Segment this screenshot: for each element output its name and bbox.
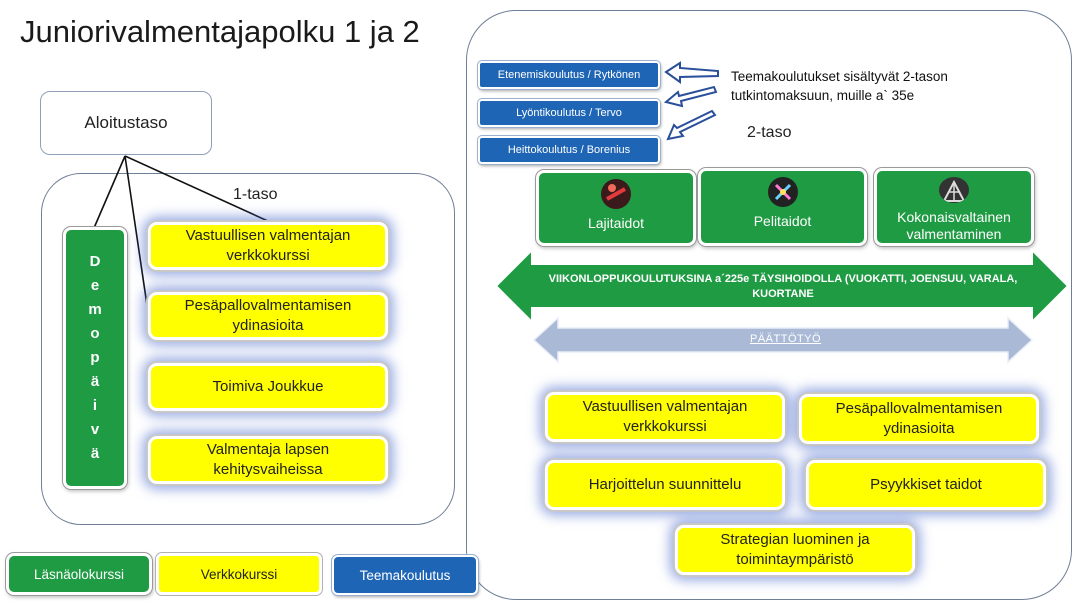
level2-course: Vastuullisen valmentajan verkkokurssi [545, 392, 785, 442]
theme-course: Lyöntikoulutus / Tervo [478, 99, 660, 127]
level2-label: 2-taso [747, 124, 792, 141]
demo-letter: ä [90, 445, 100, 462]
theme-course: Etenemiskoulutus / Rytkönen [478, 61, 660, 89]
demo-letter: o [90, 325, 100, 342]
skill-tile-pelitaidot: Pelitaidot [698, 168, 867, 246]
demo-letter: p [90, 349, 100, 366]
final-work-text: PÄÄTTÖTYÖ [750, 333, 822, 345]
demo-letter: D [89, 253, 101, 270]
level1-course: Vastuullisen valmentajan verkkokurssi [148, 222, 388, 270]
theme-pointer-arrows [663, 61, 719, 141]
level2-course: Pesäpallovalmentamisen ydinasioita [799, 394, 1039, 444]
demo-letter: i [92, 397, 98, 414]
level1-course: Pesäpallovalmentamisen ydinasioita [148, 292, 388, 340]
skill-tile-lajitaidot: Lajitaidot [536, 170, 696, 246]
triangle-icon [939, 177, 969, 203]
page-title: Juniorivalmentajapolku 1 ja 2 [20, 14, 420, 49]
demo-day-box: D e m o p ä i v ä [63, 227, 127, 489]
demo-letter: m [88, 301, 102, 318]
legend-theme-course: Teemakoulutus [332, 555, 478, 595]
theme-note: Teemakoulutukset sisältyvät 2-tason tutk… [731, 67, 948, 105]
start-level-box: Aloitustaso [40, 91, 212, 155]
weekend-arrow [494, 248, 1070, 324]
level2-course: Harjoittelun suunnittelu [545, 460, 785, 510]
batter-icon [601, 179, 631, 209]
weekend-arrow-text: VIIKONLOPPUKOULUTUKSINA a´225e TÄYSIHOID… [548, 273, 1018, 300]
ball-icon [767, 177, 798, 207]
level2-course: Psyykkiset taidot [806, 460, 1046, 510]
theme-course: Heittokoulutus / Borenius [478, 136, 660, 164]
legend-online-course: Verkkokurssi [156, 553, 322, 595]
skill-tile-label: Kokonaisvaltainen valmentaminen [897, 209, 1011, 242]
skill-tile-label: Pelitaidot [753, 213, 812, 229]
level1-course: Toimiva Joukkue [148, 363, 388, 411]
theme-note-line: tutkintomaksuun, muille a` 35e [731, 88, 915, 103]
skill-tile-kokonaisvaltainen: Kokonaisvaltainen valmentaminen [874, 168, 1034, 246]
demo-letter: v [90, 421, 100, 438]
demo-letter: ä [90, 373, 100, 390]
level1-label: 1-taso [233, 186, 278, 203]
legend-attendance-course: Läsnäolokurssi [6, 553, 152, 595]
level1-course: Valmentaja lapsen kehitysvaiheissa [148, 436, 388, 484]
theme-note-line: Teemakoulutukset sisältyvät 2-tason [731, 69, 948, 84]
level2-course: Strategian luominen ja toimintaympäristö [675, 525, 915, 575]
demo-letter: e [90, 277, 100, 294]
skill-tile-label: Lajitaidot [587, 215, 645, 231]
final-work-arrow [532, 316, 1034, 364]
